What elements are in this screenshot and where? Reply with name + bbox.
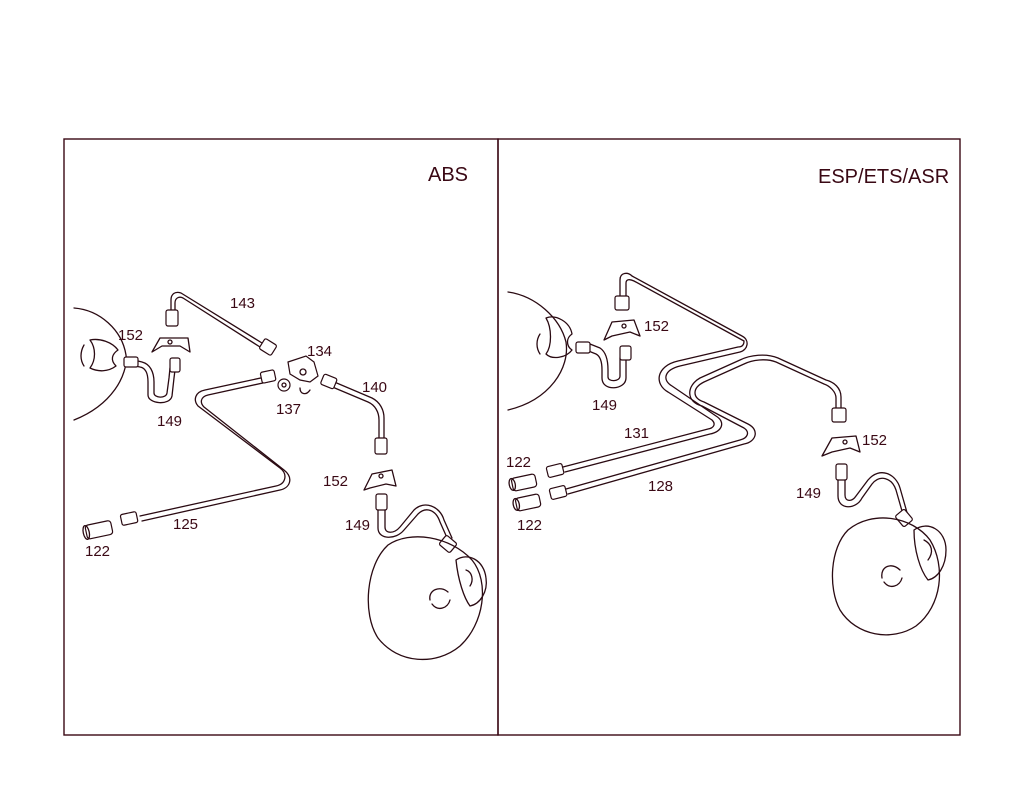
label-152-a: 152 [118,327,143,344]
line-131 [564,272,748,473]
line-125 [139,375,286,517]
fitting-128-end [548,485,568,500]
hose-149-b [377,509,449,541]
right-brake-disc [367,536,487,661]
plug-122 [82,520,114,541]
screw-137 [277,378,291,392]
esp-hose-149-a [585,349,627,389]
esp-bracket-152-b [821,435,861,457]
esp-label-152-a: 152 [644,318,669,335]
esp-label-149-b: 149 [796,485,821,502]
esp-plug-122-a [508,473,538,492]
label-125: 125 [173,516,198,533]
label-143: 143 [230,295,255,312]
esp-plug-122-b [512,493,542,512]
esp-label-152-b: 152 [862,432,887,449]
fitting-125-end [119,511,139,526]
esp-left-brake-disc [507,291,573,411]
bracket-152-a [151,337,191,353]
esp-label-131: 131 [624,425,649,442]
panel-esp-frame [497,138,961,736]
esp-bracket-152-a [603,319,641,341]
line-128 [567,359,837,495]
esp-right-brake-disc [831,517,947,636]
label-140: 140 [362,379,387,396]
fitting-143-end [259,338,277,356]
line-140 [331,380,385,441]
fitting-143-top [165,309,179,327]
fitting-131-end [545,463,565,478]
esp-label-122-b: 122 [517,517,542,534]
t-piece-134 [287,355,319,395]
label-122: 122 [85,543,110,560]
hose-149-a [129,364,176,404]
panel-esp-title: ESP/ETS/ASR [818,166,949,188]
panel-abs-frame [63,138,499,736]
esp-label-122-a: 122 [506,454,531,471]
esp-label-128: 128 [648,478,673,495]
label-137: 137 [276,401,301,418]
panel-abs-title: ABS [428,164,468,186]
left-brake-disc [73,307,127,421]
bracket-152-b [363,469,397,491]
esp-drawing [507,272,947,636]
label-152-b: 152 [323,473,348,490]
label-149-b: 149 [345,517,370,534]
line-143 [170,291,263,344]
esp-hose-149-b [837,477,905,519]
label-134: 134 [307,343,332,360]
abs-drawing [73,291,487,661]
label-149-a: 149 [157,413,182,430]
esp-label-149-a: 149 [592,397,617,414]
